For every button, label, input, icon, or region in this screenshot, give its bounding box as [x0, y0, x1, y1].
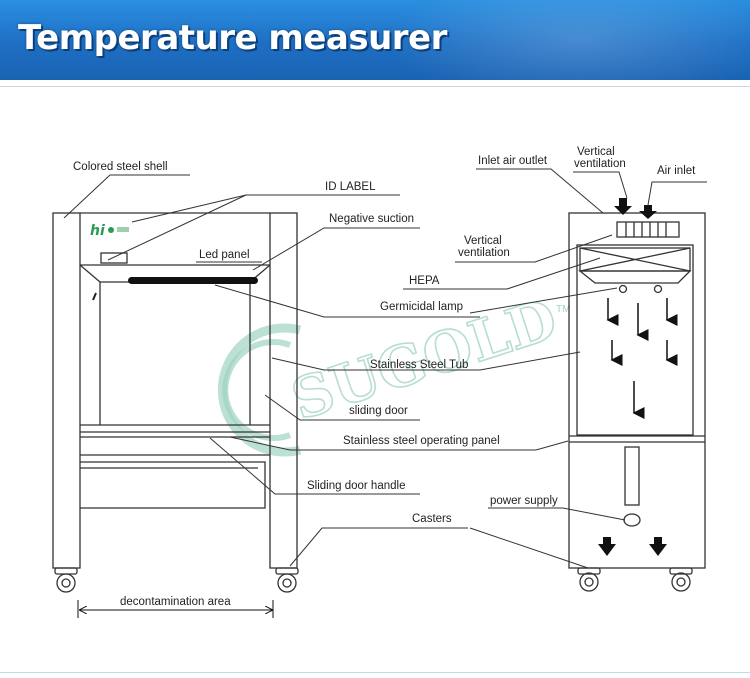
label-colored-steel-shell: Colored steel shell	[73, 161, 168, 173]
divider	[0, 672, 750, 673]
label-vertical-ventilation-side-1: Vertical	[464, 235, 502, 247]
label-led-panel: Led panel	[199, 249, 250, 261]
label-air-inlet: Air inlet	[657, 165, 696, 177]
label-stainless-steel-tub: Stainless Steel Tub	[370, 359, 468, 371]
label-casters: Casters	[412, 513, 452, 525]
logo-dot	[108, 227, 114, 233]
logo-mark	[117, 227, 129, 232]
label-id-label: ID LABEL	[325, 181, 376, 193]
airflow-arrows	[606, 298, 678, 419]
door-mark	[92, 292, 97, 301]
label-vertical-ventilation-side-2: ventilation	[458, 247, 510, 259]
label-sliding-door: sliding door	[349, 405, 408, 417]
label-negative-suction: Negative suction	[329, 213, 414, 225]
label-hepa: HEPA	[409, 275, 440, 287]
label-sliding-door-handle: Sliding door handle	[307, 480, 405, 492]
label-operating-panel: Stainless steel operating panel	[343, 435, 500, 447]
side-view-cabinet	[568, 212, 706, 592]
leader-lines-right	[343, 168, 707, 569]
front-view-cabinet	[52, 212, 299, 593]
label-decontamination-area: decontamination area	[120, 596, 231, 608]
label-power-supply: power supply	[490, 495, 558, 507]
page-title: Temperature measurer	[18, 18, 447, 58]
leader-lines-left	[63, 174, 505, 567]
brand-logo: hi	[90, 223, 105, 239]
label-vertical-ventilation-top-1: Vertical	[577, 146, 615, 158]
germicidal-lamp-bar	[128, 277, 258, 284]
title-banner: Temperature measurer	[0, 0, 750, 80]
inlet-arrows	[598, 198, 667, 556]
label-inlet-air-outlet: Inlet air outlet	[478, 155, 548, 167]
divider	[0, 86, 750, 87]
watermark-tm: TM	[556, 304, 570, 315]
label-germicidal-lamp: Germicidal lamp	[380, 301, 463, 313]
label-vertical-ventilation-top-2: ventilation	[574, 158, 626, 170]
